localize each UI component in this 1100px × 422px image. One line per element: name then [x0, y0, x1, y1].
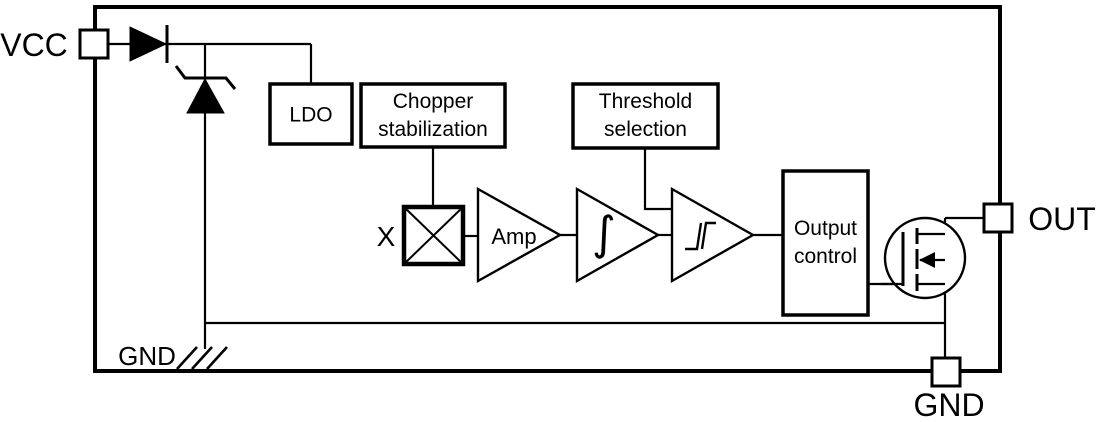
out-pin — [982, 202, 1014, 234]
chopper-block-label: Chopper stabilization — [361, 84, 505, 147]
gnd-pin-label: GND — [913, 387, 985, 422]
vcc-pin-label: VCC — [0, 27, 68, 63]
chopper-label-line2: stabilization — [378, 117, 488, 141]
hysteresis-icon — [685, 221, 716, 251]
integral-icon: ∫ — [592, 206, 616, 260]
ldo-block — [268, 82, 354, 146]
threshold-block-label: Threshold selection — [573, 84, 718, 148]
vcc-pin — [78, 28, 110, 60]
amplifier-triangle — [476, 186, 563, 284]
ldo-label: LDO — [289, 103, 333, 127]
threshold-to-schmitt-wire — [643, 148, 672, 211]
output-control-label-line1: Output — [793, 217, 858, 240]
internal-ground-label: GND — [118, 341, 176, 371]
zener-diode-icon — [174, 65, 237, 114]
diode-icon — [129, 25, 169, 63]
mosfet-icon — [881, 216, 967, 300]
hall-element-label: X — [376, 221, 396, 252]
out-pin-label: OUT — [1028, 201, 1096, 237]
threshold-block — [571, 82, 720, 150]
hall-cross-icon — [401, 204, 466, 267]
chip-outline — [93, 5, 1002, 373]
chopper-label-line1: Chopper — [392, 89, 474, 113]
gnd-pin — [930, 356, 962, 388]
threshold-label-line1: Threshold — [598, 90, 693, 113]
integrator-triangle — [575, 186, 661, 284]
ground-icon — [176, 346, 228, 370]
output-control-block — [781, 169, 870, 317]
chopper-block — [359, 82, 507, 149]
output-control-label: Output control — [783, 171, 868, 315]
output-control-label-line2: control — [793, 245, 858, 268]
schmitt-trigger-triangle — [670, 186, 756, 284]
amplifier-label: Amp — [491, 224, 537, 249]
threshold-label-line2: selection — [604, 118, 687, 141]
